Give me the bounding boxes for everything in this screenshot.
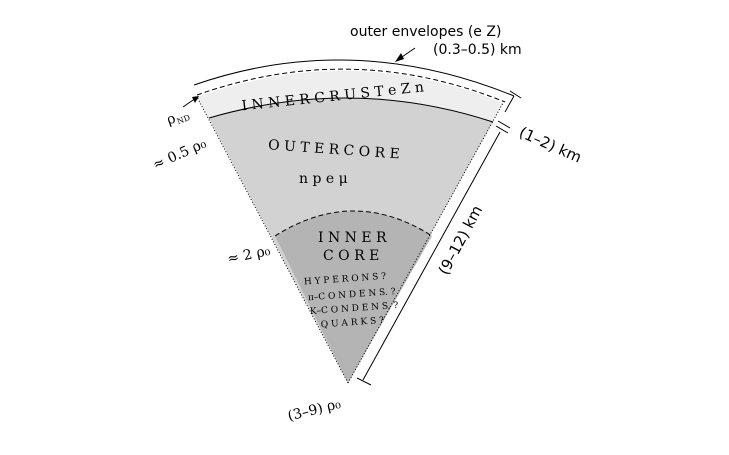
outer-envelopes-arrowhead (395, 53, 404, 62)
svg-text:ND: ND (176, 113, 192, 126)
crust-core-boundary (208, 97, 494, 123)
center-density-label: (3–9) ρ₀ (286, 396, 343, 425)
stellar-surface (193, 59, 515, 97)
core-radius-tick-top (495, 125, 509, 134)
crust-thickness-label: (1–2) km (516, 123, 584, 166)
core-radius-tick-bottom (356, 377, 372, 386)
rho-nd-label: ρ ND (165, 110, 192, 128)
crust-thickness-tick-bottom (497, 120, 511, 129)
inner-core-region (275, 211, 432, 383)
inner-core-label-line1: I N N E R (318, 230, 387, 246)
crust-thickness-line (504, 95, 515, 113)
outer-envelope-boundary (196, 68, 506, 103)
outer-core-particles: n p e μ (299, 171, 348, 187)
outer-envelopes-label: outer envelopes (e Z) (350, 24, 501, 40)
two-rho0-label: ≈ 2 ρ₀ (226, 243, 272, 268)
inner-core-boundary (274, 210, 433, 237)
core-radius-label: (9–12) km (435, 202, 487, 277)
core-radius-line (362, 131, 501, 381)
crust-thickness-tick-top (509, 90, 522, 99)
inner-core-label-line2: C O R E (323, 248, 379, 264)
rho-nd-arrowhead (192, 96, 199, 103)
half-rho0-label: ≈ 0.5 ρ₀ (150, 136, 209, 174)
exotic-quarks: Q U A R K S ? (321, 316, 385, 330)
outer-envelopes-thickness-label: (0.3–0.5) km (433, 42, 522, 58)
